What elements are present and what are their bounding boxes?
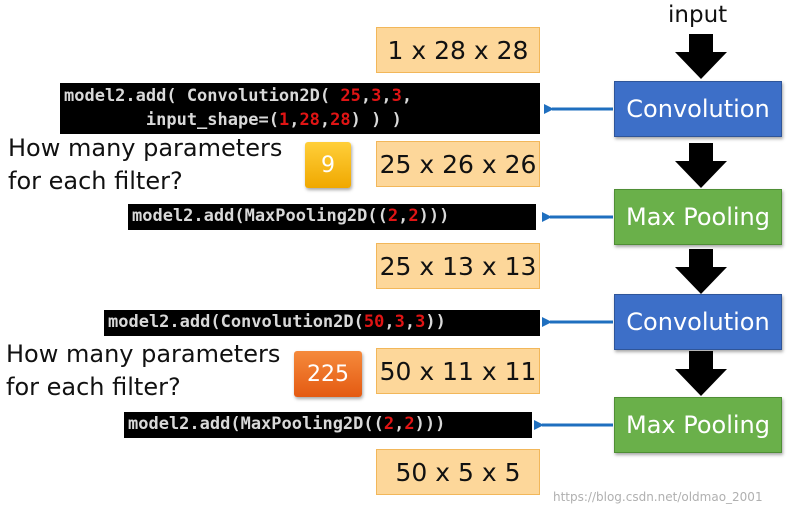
input-label: input <box>668 2 728 28</box>
convolution-layer-1: Convolution <box>614 81 782 137</box>
shape-box-3: 25 x 13 x 13 <box>376 243 540 289</box>
question-parameters-1: How many parameters for each filter? <box>8 132 282 198</box>
shape-box-1: 1 x 28 x 28 <box>376 27 540 73</box>
answer-badge-9: 9 <box>305 142 351 188</box>
question-parameters-2: How many parameters for each filter? <box>6 338 280 404</box>
code-conv2d-1: model2.add( Convolution2D( 25,3,3, input… <box>60 83 540 134</box>
code-maxpooling2d-2: model2.add(MaxPooling2D((2,2))) <box>124 412 532 438</box>
question-line: How many parameters <box>8 134 283 162</box>
shape-box-4: 50 x 11 x 11 <box>376 348 540 394</box>
down-arrow-icon <box>675 34 727 79</box>
down-arrow-icon <box>675 249 727 294</box>
down-arrow-icon <box>675 143 727 188</box>
question-line: for each filter? <box>8 167 183 195</box>
question-line: How many parameters <box>6 340 281 368</box>
max-pooling-layer-2: Max Pooling <box>614 397 782 453</box>
code-conv2d-2: model2.add(Convolution2D(50,3,3)) <box>104 310 540 336</box>
max-pooling-layer-1: Max Pooling <box>614 189 782 245</box>
down-arrow-icon <box>675 351 727 396</box>
watermark: https://blog.csdn.net/oldmao_2001 <box>553 490 763 504</box>
convolution-layer-2: Convolution <box>614 294 782 350</box>
code-maxpooling2d-1: model2.add(MaxPooling2D((2,2))) <box>128 204 536 230</box>
question-line: for each filter? <box>6 373 181 401</box>
answer-badge-225: 225 <box>294 351 362 397</box>
shape-box-2: 25 x 26 x 26 <box>376 141 540 187</box>
shape-box-5: 50 x 5 x 5 <box>376 449 540 495</box>
